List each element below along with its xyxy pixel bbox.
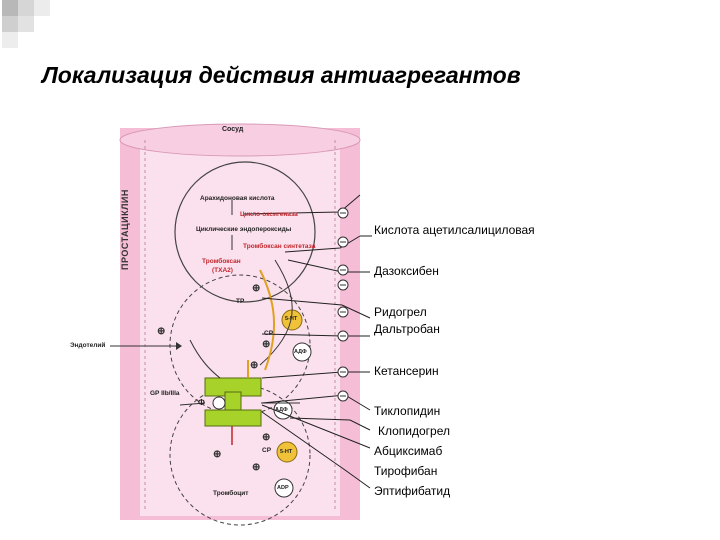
vessel-top	[119, 123, 361, 157]
adp-lower-label: АДФ	[275, 407, 288, 413]
svg-text:⊕: ⊕	[262, 432, 270, 443]
txa2-label: (TXA2)	[212, 267, 233, 274]
endothelium-label: Эндотелий	[70, 342, 106, 349]
serotonin-receptor-lower	[276, 441, 298, 463]
drug-label-ridogrel: Ридогрел	[374, 305, 427, 319]
platelet-upper	[169, 274, 311, 416]
adp-receptor-upper	[292, 342, 312, 362]
serotonin-upper-label: 5-HT	[285, 316, 298, 322]
fibrinogen-label: Ф	[198, 398, 205, 407]
arachidonic-acid-label: Арахидоновая кислота	[200, 195, 275, 202]
platelet-label: Тромбоцит	[213, 490, 249, 497]
svg-text:⊕: ⊕	[250, 360, 258, 371]
svg-text:⊕: ⊕	[157, 326, 165, 337]
drug-label-ticlopidine: Тиклопидин	[374, 404, 441, 418]
svg-text:⊕: ⊕	[262, 339, 270, 350]
prostacyclin-label: ПРОСТАЦИКЛИН	[120, 189, 130, 270]
adp-platelet-label: ADP	[277, 485, 289, 491]
arachidonic-cycle	[174, 161, 316, 303]
vessel-label: Сосуд	[222, 126, 244, 133]
drug-label-dazoxiben: Дазоксибен	[374, 264, 439, 278]
slide-title: Локализация действия антиагрегантов	[42, 62, 521, 88]
slide-decoration	[2, 0, 50, 48]
cyclooxygenase-label: Цикло-оксигеназа	[240, 211, 298, 218]
vessel-inner	[140, 136, 340, 516]
drug-label-ketanserin: Кетансерин	[374, 364, 439, 378]
drug-label-daltroban: Дальтробан	[374, 322, 440, 336]
svg-text:⊕: ⊕	[252, 283, 260, 294]
thromboxane-label: Тромбоксан	[202, 258, 241, 265]
svg-text:⊕: ⊕	[213, 449, 221, 460]
adp-platelet-lower	[274, 478, 294, 498]
gp-label: GP IIb/IIIa	[150, 390, 180, 397]
drug-label-clopidogrel: Клопидогрел	[378, 424, 451, 438]
serotonin-lower-label: 5-HT	[280, 449, 293, 455]
cp-lower-label: CP	[262, 447, 272, 454]
drug-label-eptifibatide: Эптифибатид	[374, 484, 451, 498]
endoperoxides-label: Циклические эндопероксиды	[196, 226, 292, 233]
thromboxane-synthetase-label: Тромбоксан синтетаза	[243, 243, 316, 250]
cp-upper-label: CP	[264, 330, 274, 337]
drug-label-abciximab: Абциксимаб	[374, 444, 443, 458]
drug-label-aspirin: Кислота ацетилсалициловая	[374, 223, 535, 237]
adp-upper-label: АДФ	[294, 349, 307, 355]
drug-label-tirofiban: Тирофибан	[374, 464, 438, 478]
tp-receptor-label: TP	[236, 298, 245, 305]
svg-text:⊕: ⊕	[252, 462, 260, 473]
